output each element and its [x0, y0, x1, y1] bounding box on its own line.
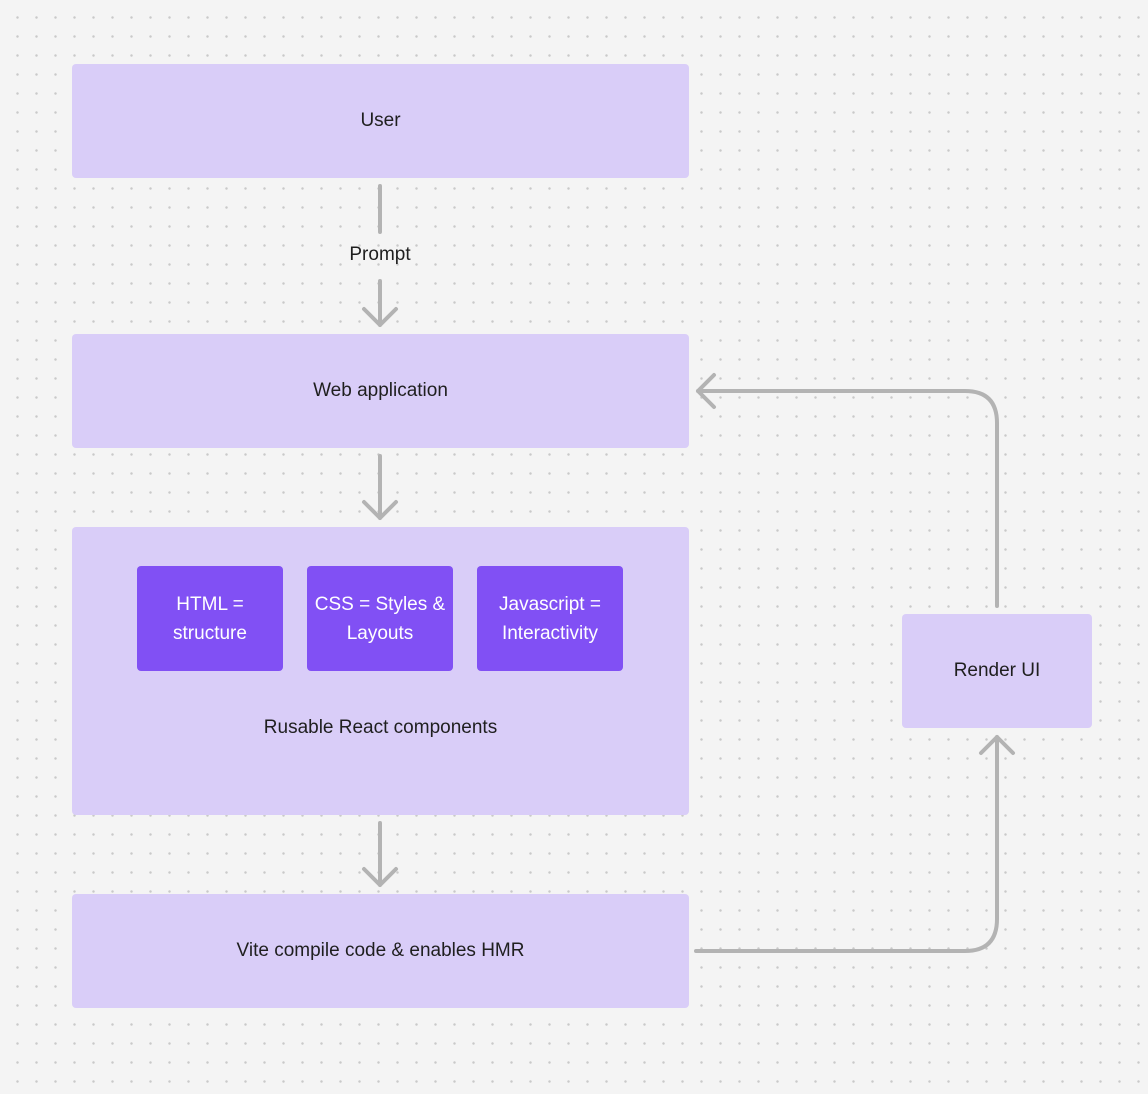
arrowhead-react [362, 500, 398, 520]
node-render-ui-label: Render UI [953, 660, 1041, 681]
chip-html: HTML = structure [137, 566, 283, 671]
chip-css: CSS = Styles & Layouts [307, 566, 453, 671]
edge-label-prompt: Prompt [349, 244, 411, 265]
node-vite-label: Vite compile code & enables HMR [236, 940, 525, 961]
chip-javascript: Javascript = Interactivity [477, 566, 623, 671]
arrowhead-web-app-return [696, 373, 716, 409]
node-react-components-label: Rusable React components [263, 717, 498, 738]
node-web-application-label: Web application [313, 380, 448, 401]
arrowhead-vite [362, 867, 398, 887]
arrowhead-web-app [362, 307, 398, 327]
chip-html-label: HTML = structure [173, 593, 247, 644]
chip-css-label: CSS = Styles & Layouts [314, 593, 446, 644]
arrow-vite-to-render [694, 735, 999, 953]
arrowhead-render [979, 735, 1015, 755]
node-user-label: User [360, 110, 401, 131]
node-react-components: HTML = structure CSS = Styles & Layouts … [72, 527, 689, 815]
arrow-render-to-web [696, 389, 999, 608]
node-vite: Vite compile code & enables HMR [72, 894, 689, 1008]
chip-javascript-label: Javascript = Interactivity [499, 593, 601, 644]
node-web-application: Web application [72, 334, 689, 448]
node-render-ui: Render UI [902, 614, 1092, 728]
node-user: User [72, 64, 689, 178]
